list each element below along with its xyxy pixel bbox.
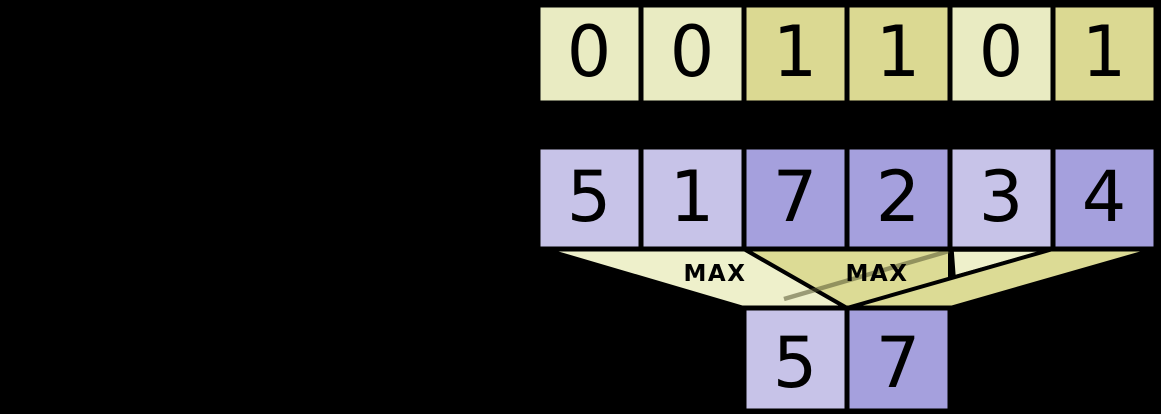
mask-cell-5: [1050, 2, 1159, 106]
vector-cell-2: [741, 144, 850, 252]
vector-cell-0: [535, 144, 644, 252]
crossing-strip-light-edge-a: [783, 248, 950, 302]
vector-cell-4: [947, 144, 1056, 252]
max-label-left: MAX: [684, 261, 747, 287]
vector-value-5: 4: [1082, 156, 1127, 238]
vector-cell-5: [1050, 144, 1159, 252]
mask-cell-2: [741, 2, 850, 106]
result-value-1: 7: [876, 322, 921, 404]
mask-cell-3: [844, 2, 953, 106]
vector-value-1: 1: [670, 156, 715, 238]
result-cell-1: [844, 305, 953, 414]
result-value-0: 5: [773, 322, 818, 404]
mask-row: 0 0 1 1 0 1: [535, 2, 1159, 106]
result-cell-0: [741, 305, 850, 414]
vector-cell-3: [844, 144, 953, 252]
mask-value-1: 0: [670, 11, 715, 93]
mask-value-2: 1: [773, 11, 818, 93]
max-label-right: MAX: [846, 261, 909, 287]
result-row: 5 7: [741, 305, 953, 414]
vector-value-4: 3: [979, 156, 1024, 238]
mask-value-0: 0: [567, 11, 612, 93]
vector-value-2: 7: [773, 156, 818, 238]
vector-row: 5 1 7 2 3 4: [535, 144, 1159, 252]
mask-cell-4: [947, 2, 1056, 106]
mask-cell-1: [638, 2, 747, 106]
vector-value-0: 5: [567, 156, 612, 238]
max-funnels: MAX MAX: [541, 247, 1158, 310]
vector-value-3: 2: [876, 156, 921, 238]
mask-value-5: 1: [1082, 11, 1127, 93]
mask-value-4: 0: [979, 11, 1024, 93]
mask-value-3: 1: [876, 11, 921, 93]
